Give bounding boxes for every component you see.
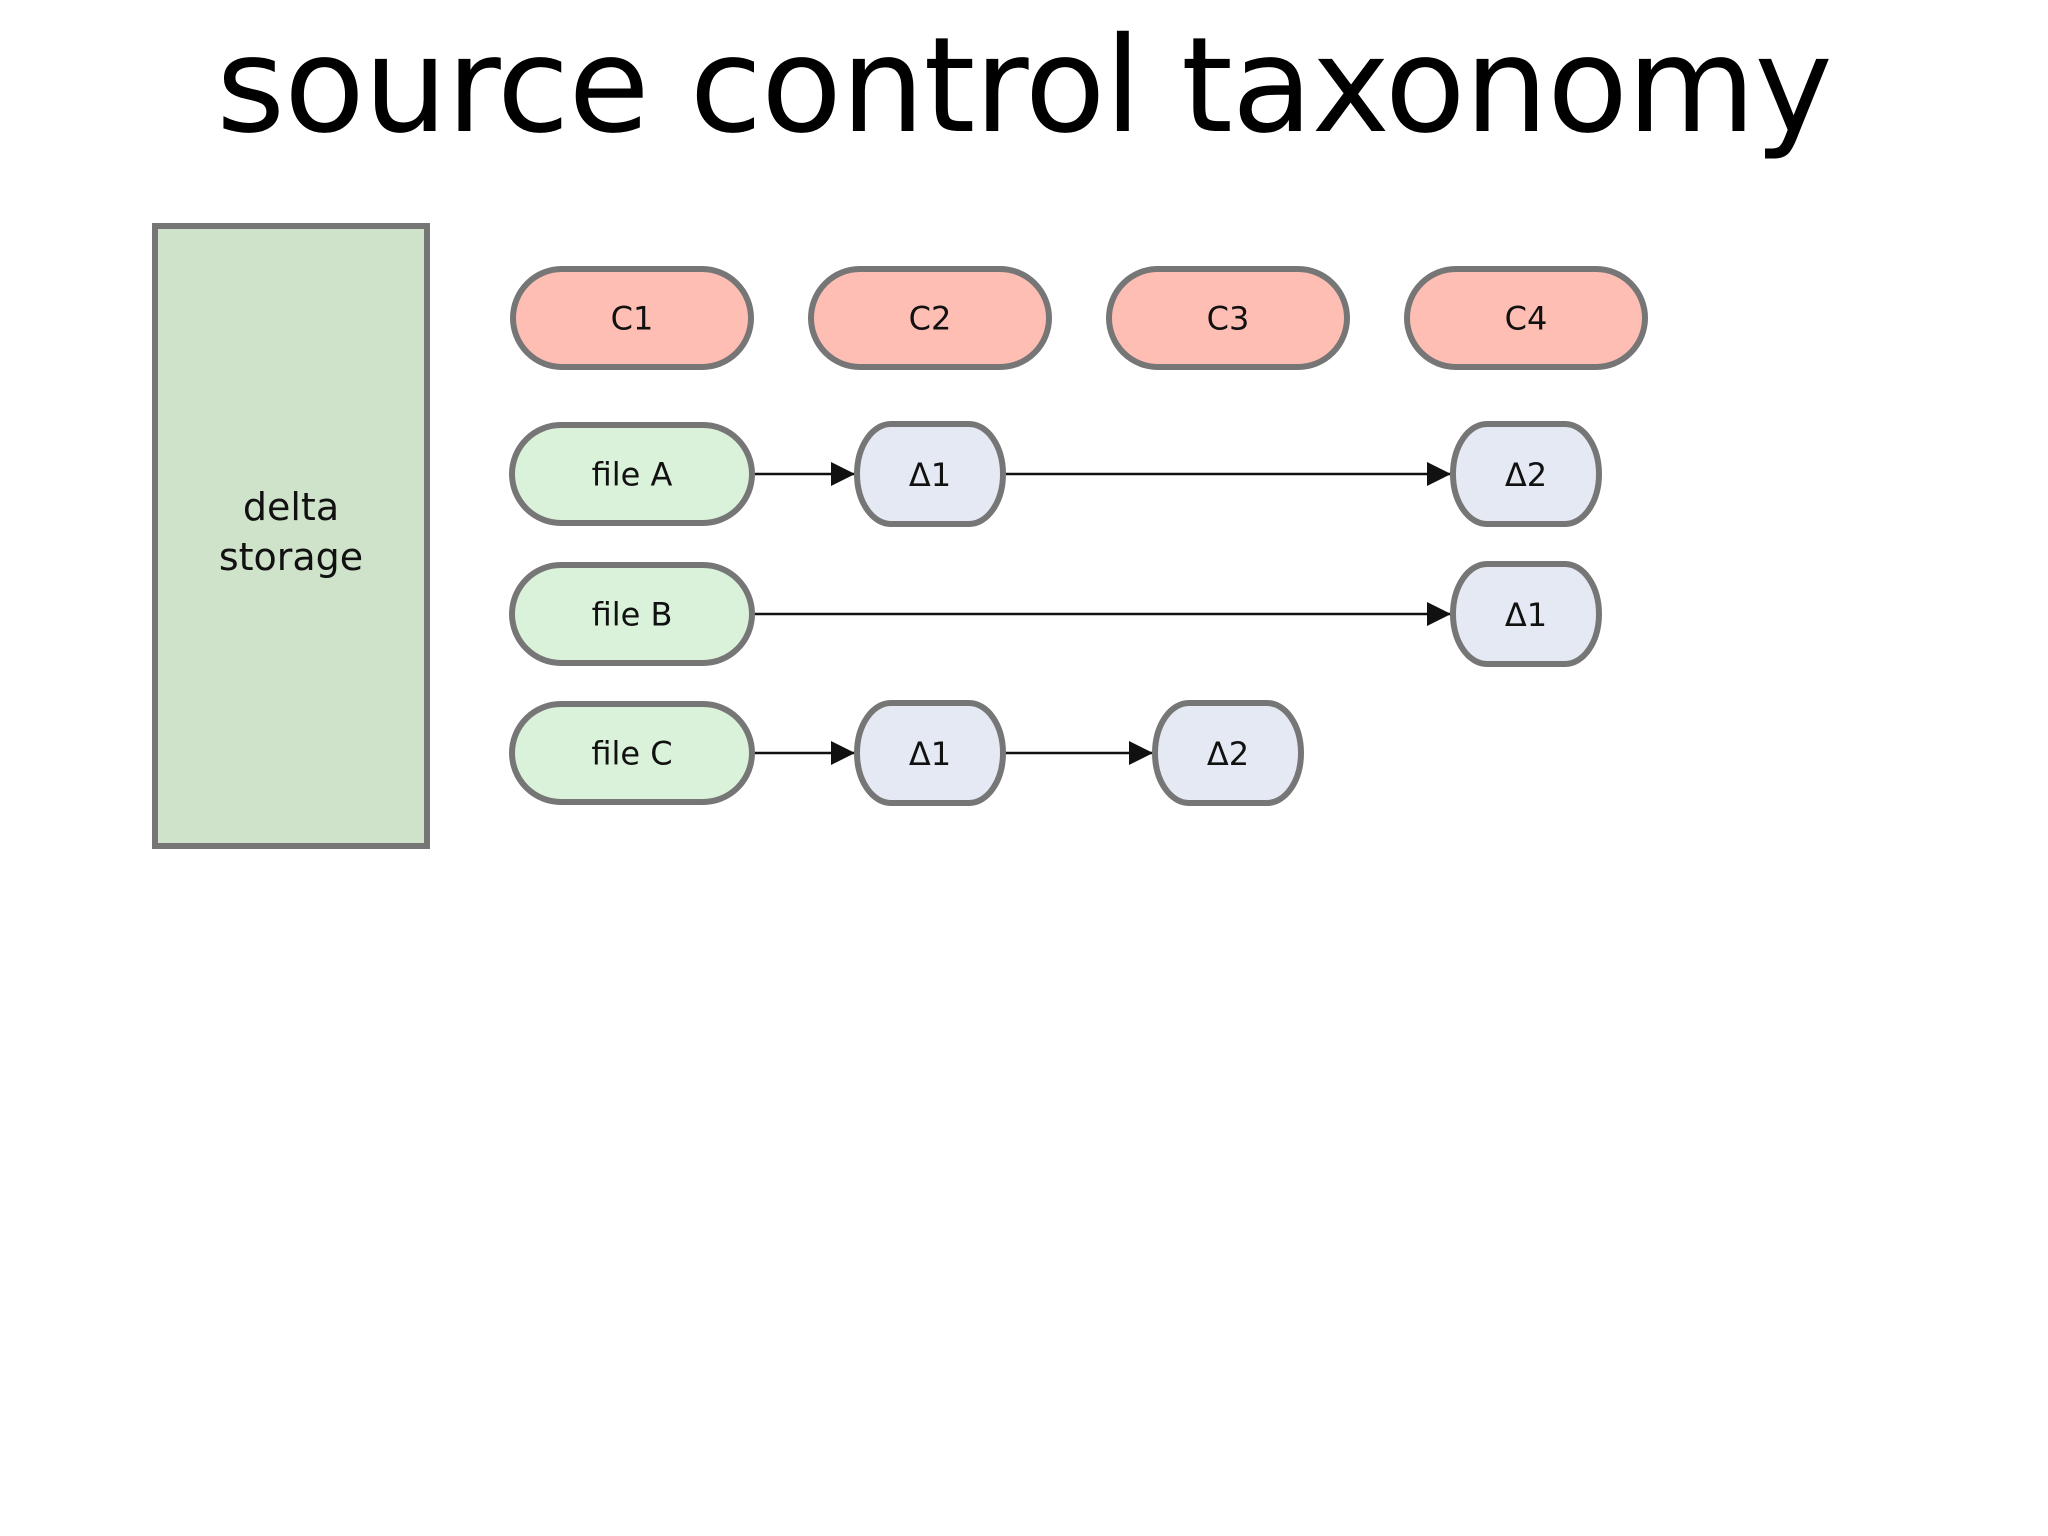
delta-node-file-c-2-label: Δ2 bbox=[1207, 735, 1249, 773]
commit-node-c1: C1 bbox=[510, 266, 754, 370]
commit-node-c4-label: C4 bbox=[1505, 300, 1548, 338]
delta-node-file-c-1: Δ1 bbox=[854, 700, 1006, 806]
delta-node-file-c-1-shape bbox=[854, 700, 1006, 806]
commit-node-c1-shape bbox=[510, 266, 754, 370]
delta-storage-rect bbox=[152, 223, 430, 849]
file-node-file-c: file C bbox=[509, 701, 755, 805]
delta-storage-label-line2: storage bbox=[219, 535, 363, 579]
file-node-file-b: file B bbox=[509, 562, 755, 666]
delta-node-file-c-2: Δ2 bbox=[1152, 700, 1304, 806]
commit-node-c1-label: C1 bbox=[611, 300, 654, 338]
delta-node-file-c-2-shape bbox=[1152, 700, 1304, 806]
slide-title: source control taxonomy bbox=[216, 9, 1832, 163]
delta-node-file-a-1: Δ1 bbox=[854, 421, 1006, 527]
delta-node-file-a-2: Δ2 bbox=[1450, 421, 1602, 527]
commit-node-c2: C2 bbox=[808, 266, 1052, 370]
commit-node-c3: C3 bbox=[1106, 266, 1350, 370]
arrow-layer bbox=[752, 462, 1451, 765]
commit-row: C1 C2 C3 C4 bbox=[510, 266, 1648, 370]
delta-node-file-b-1-label: Δ1 bbox=[1505, 596, 1547, 634]
commit-node-c4-shape bbox=[1404, 266, 1648, 370]
delta-node-file-a-2-label: Δ2 bbox=[1505, 456, 1547, 494]
commit-node-c2-shape bbox=[808, 266, 1052, 370]
commit-node-c3-shape bbox=[1106, 266, 1350, 370]
delta-node-file-b-1: Δ1 bbox=[1450, 561, 1602, 667]
file-node-file-b-shape bbox=[509, 562, 755, 666]
file-node-file-a-shape bbox=[509, 422, 755, 526]
commit-node-c3-label: C3 bbox=[1207, 300, 1250, 338]
delta-storage-label-line1: delta bbox=[243, 485, 339, 529]
delta-node-file-a-2-shape bbox=[1450, 421, 1602, 527]
delta-node-file-a-1-shape bbox=[854, 421, 1006, 527]
delta-node-file-a-1-label: Δ1 bbox=[909, 456, 951, 494]
delta-node-file-b-1-shape bbox=[1450, 561, 1602, 667]
file-node-file-c-label: file C bbox=[591, 735, 672, 773]
file-node-file-a-label: file A bbox=[592, 456, 673, 494]
commit-node-c4: C4 bbox=[1404, 266, 1648, 370]
file-node-file-c-shape bbox=[509, 701, 755, 805]
delta-node-file-c-1-label: Δ1 bbox=[909, 735, 951, 773]
file-node-file-b-label: file B bbox=[592, 596, 673, 634]
commit-node-c2-label: C2 bbox=[909, 300, 952, 338]
delta-storage-box: delta storage bbox=[152, 223, 430, 849]
file-node-file-a: file A bbox=[509, 422, 755, 526]
